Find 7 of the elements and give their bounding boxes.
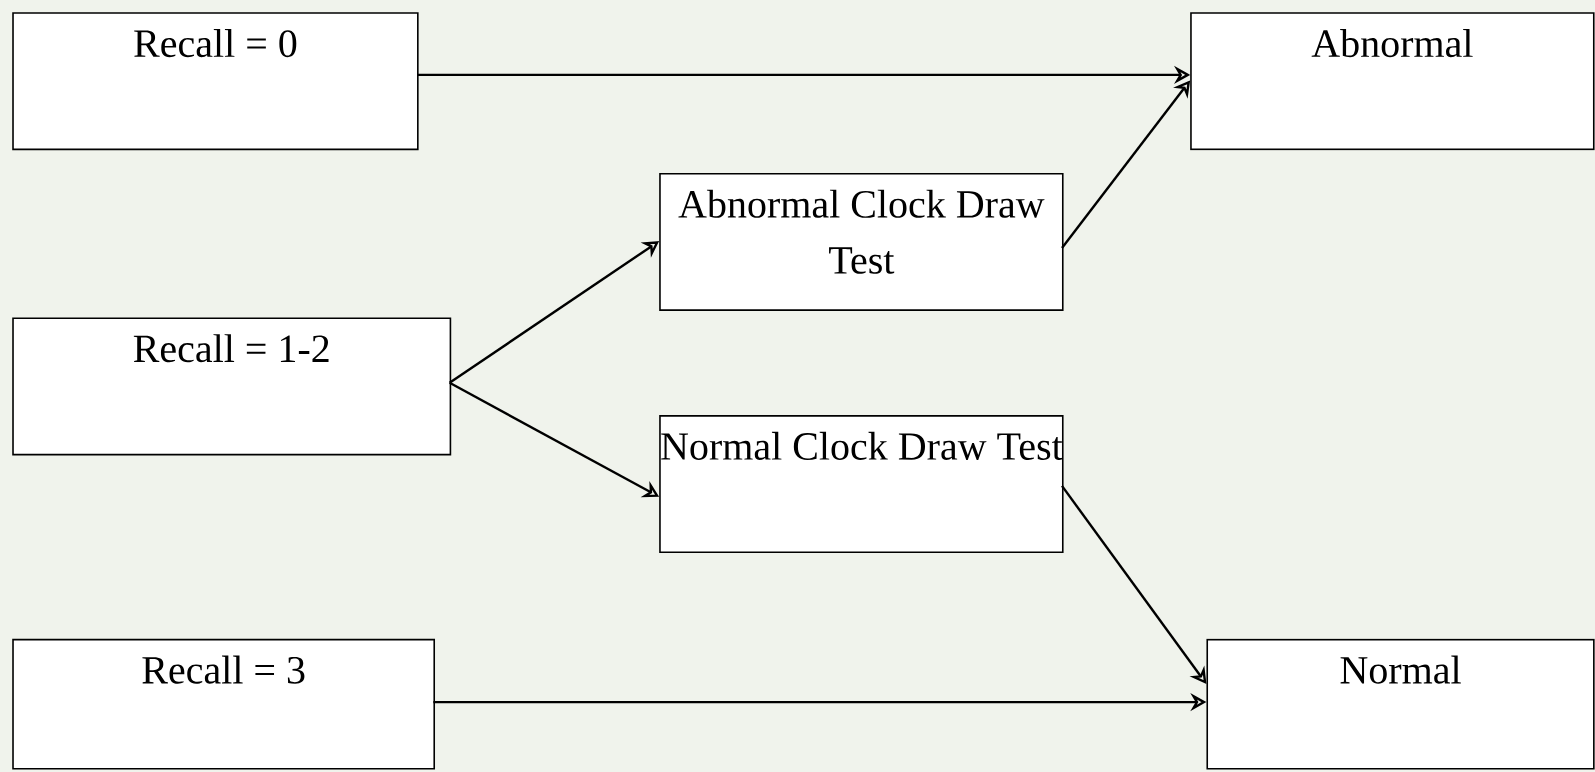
process-box: Recall = 3	[12, 638, 436, 770]
process-box: Normal	[1206, 638, 1595, 770]
process-box: Abnormal	[1190, 12, 1595, 151]
process-box: Recall = 1-2	[12, 317, 452, 456]
process-box: Recall = 0	[12, 12, 419, 151]
process-box: Normal Clock Draw Test	[659, 415, 1064, 554]
process-box: Abnormal Clock Draw Test	[659, 172, 1064, 311]
